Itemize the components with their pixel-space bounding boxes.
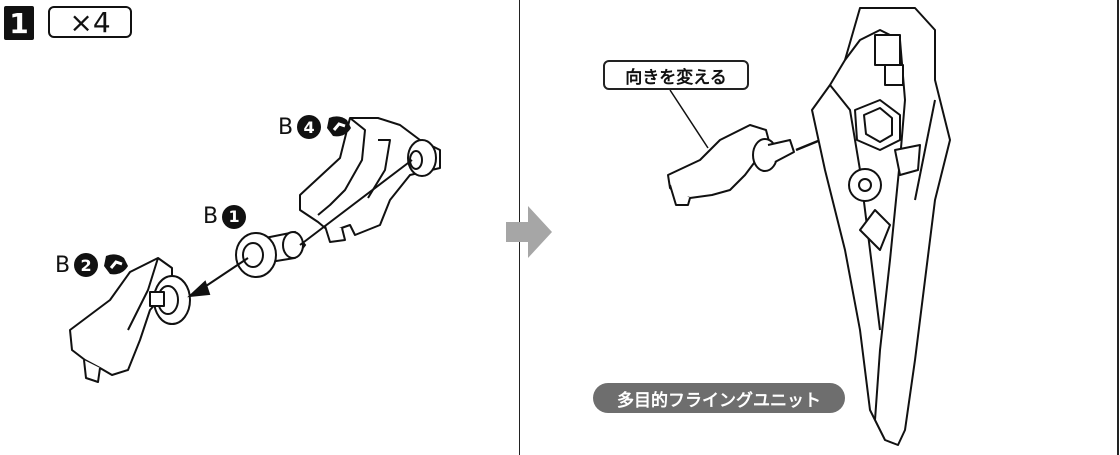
nipper-cut-icon <box>104 254 129 275</box>
page-border <box>1117 0 1119 455</box>
callout-rotate: 向きを変える <box>603 60 749 90</box>
part-number-badge: 2 <box>74 253 99 277</box>
unit-name-badge: 多目的フライングユニット <box>593 383 845 413</box>
nipper-cut-icon <box>327 116 352 137</box>
part-label-b1: B 1 <box>203 204 247 229</box>
part-number-badge: 4 <box>297 115 322 139</box>
part-number-badge: 1 <box>222 204 247 229</box>
part-b1-drawing <box>235 230 307 278</box>
assembly-arrows <box>187 159 413 298</box>
part-letter: B <box>203 204 219 229</box>
flying-unit-drawing <box>811 7 951 446</box>
part-letter: B <box>278 114 294 140</box>
part-label-b4: B 4 <box>278 114 353 140</box>
quantity-label: ×4 <box>48 6 132 39</box>
part-b2-drawing <box>69 257 191 383</box>
next-step-arrow <box>506 206 552 258</box>
step-number: 1 <box>4 6 34 40</box>
callout-leader <box>669 89 709 149</box>
part-b4-drawing <box>299 117 441 243</box>
part-label-b2: B 2 <box>55 252 130 278</box>
rotated-part-drawing <box>667 124 795 206</box>
part-letter: B <box>55 252 71 278</box>
